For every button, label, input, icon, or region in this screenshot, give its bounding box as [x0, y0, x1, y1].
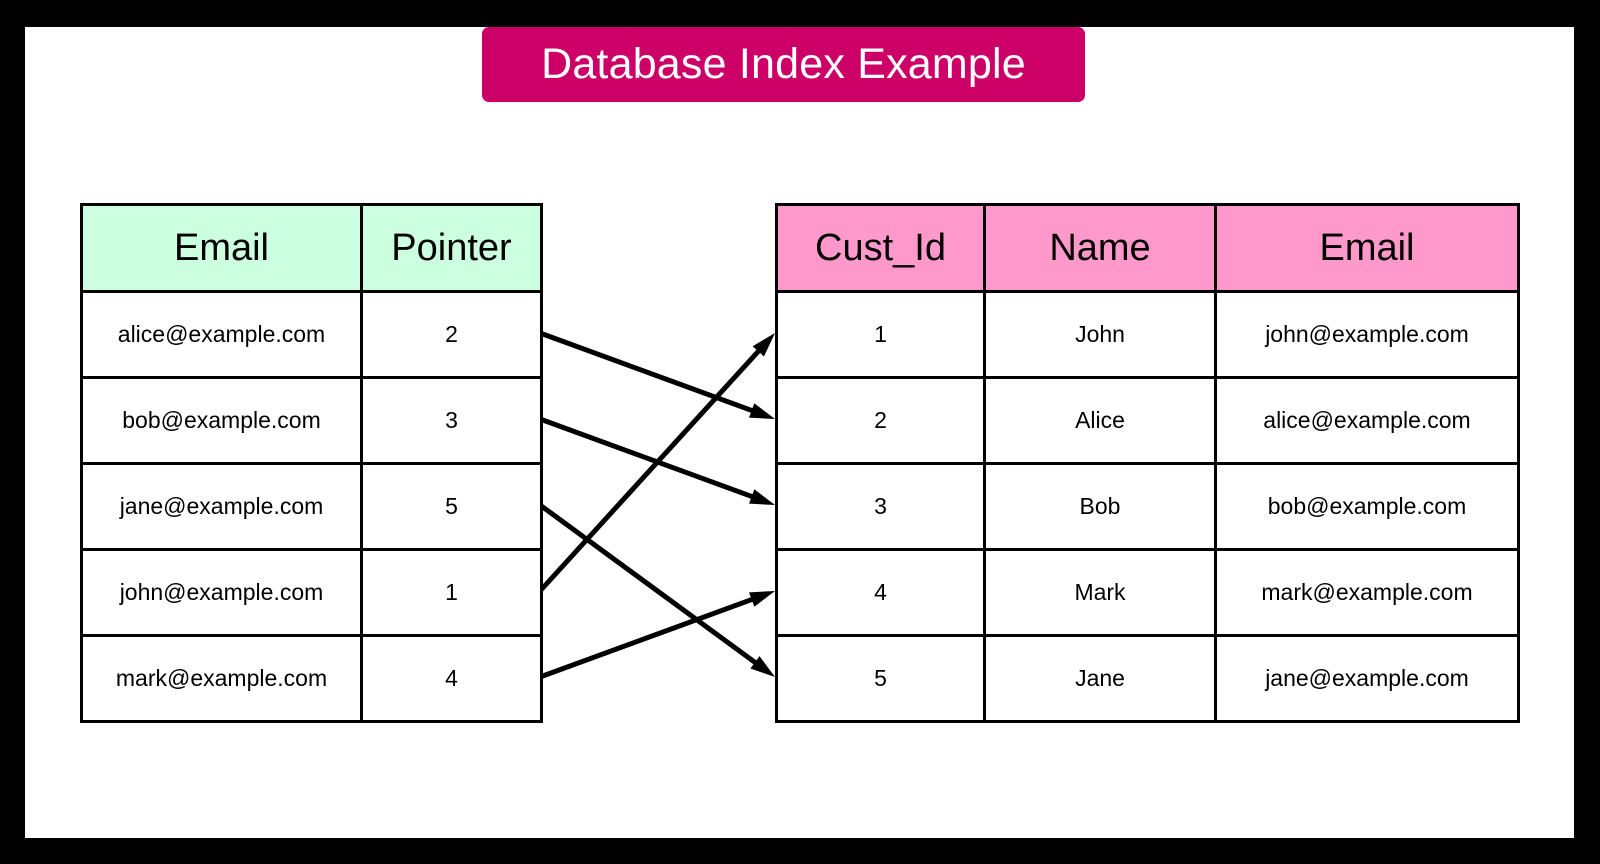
customer-cell-name: Jane	[983, 634, 1217, 723]
table-row: bob@example.com 3	[80, 376, 543, 465]
customer-header-name: Name	[983, 203, 1217, 293]
customer-cell-email: bob@example.com	[1214, 462, 1520, 551]
index-table: Email Pointer alice@example.com 2 bob@ex…	[80, 203, 543, 723]
index-table-header-row: Email Pointer	[80, 203, 543, 293]
index-cell-pointer: 2	[360, 290, 543, 379]
index-cell-email: mark@example.com	[80, 634, 363, 723]
table-row: 2 Alice alice@example.com	[775, 376, 1520, 465]
customer-cell-email: mark@example.com	[1214, 548, 1520, 637]
diagram-canvas: Database Index Example Email Pointer ali…	[25, 27, 1574, 838]
customer-cell-cust-id: 5	[775, 634, 986, 723]
index-cell-pointer: 1	[360, 548, 543, 637]
index-cell-email: alice@example.com	[80, 290, 363, 379]
customer-cell-name: Mark	[983, 548, 1217, 637]
index-cell-email: john@example.com	[80, 548, 363, 637]
customer-cell-cust-id: 4	[775, 548, 986, 637]
index-header-email: Email	[80, 203, 363, 293]
customer-cell-name: Alice	[983, 376, 1217, 465]
customer-cell-cust-id: 2	[775, 376, 986, 465]
arrow-head-icon	[749, 591, 775, 607]
customer-table-header-row: Cust_Id Name Email	[775, 203, 1520, 293]
table-row: alice@example.com 2	[80, 290, 543, 379]
pointer-arrow	[538, 502, 775, 677]
table-row: 4 Mark mark@example.com	[775, 548, 1520, 637]
diagram-title-banner: Database Index Example	[482, 27, 1085, 102]
pointer-arrow	[539, 330, 775, 419]
pointer-arrow	[539, 591, 775, 680]
customer-cell-cust-id: 3	[775, 462, 986, 551]
table-row: mark@example.com 4	[80, 634, 543, 723]
customer-cell-cust-id: 1	[775, 290, 986, 379]
index-cell-pointer: 3	[360, 376, 543, 465]
customer-cell-name: Bob	[983, 462, 1217, 551]
customer-header-email: Email	[1214, 203, 1520, 293]
customer-cell-name: John	[983, 290, 1217, 379]
index-header-pointer: Pointer	[360, 203, 543, 293]
customer-header-cust-id: Cust_Id	[775, 203, 986, 293]
index-cell-pointer: 5	[360, 462, 543, 551]
arrow-head-icon	[749, 403, 775, 419]
table-row: john@example.com 1	[80, 548, 543, 637]
pointer-arrow	[539, 416, 775, 505]
index-cell-email: bob@example.com	[80, 376, 363, 465]
table-row: 5 Jane jane@example.com	[775, 634, 1520, 723]
customer-cell-email: jane@example.com	[1214, 634, 1520, 723]
index-cell-email: jane@example.com	[80, 462, 363, 551]
pointer-arrow	[538, 333, 775, 593]
arrow-head-icon	[749, 489, 775, 505]
customer-cell-email: alice@example.com	[1214, 376, 1520, 465]
customer-table: Cust_Id Name Email 1 John john@example.c…	[775, 203, 1520, 723]
table-row: 1 John john@example.com	[775, 290, 1520, 379]
index-cell-pointer: 4	[360, 634, 543, 723]
page-title: Database Index Example	[541, 40, 1026, 88]
table-row: jane@example.com 5	[80, 462, 543, 551]
customer-cell-email: john@example.com	[1214, 290, 1520, 379]
arrow-head-icon	[752, 333, 775, 357]
table-row: 3 Bob bob@example.com	[775, 462, 1520, 551]
arrow-head-icon	[750, 656, 775, 677]
